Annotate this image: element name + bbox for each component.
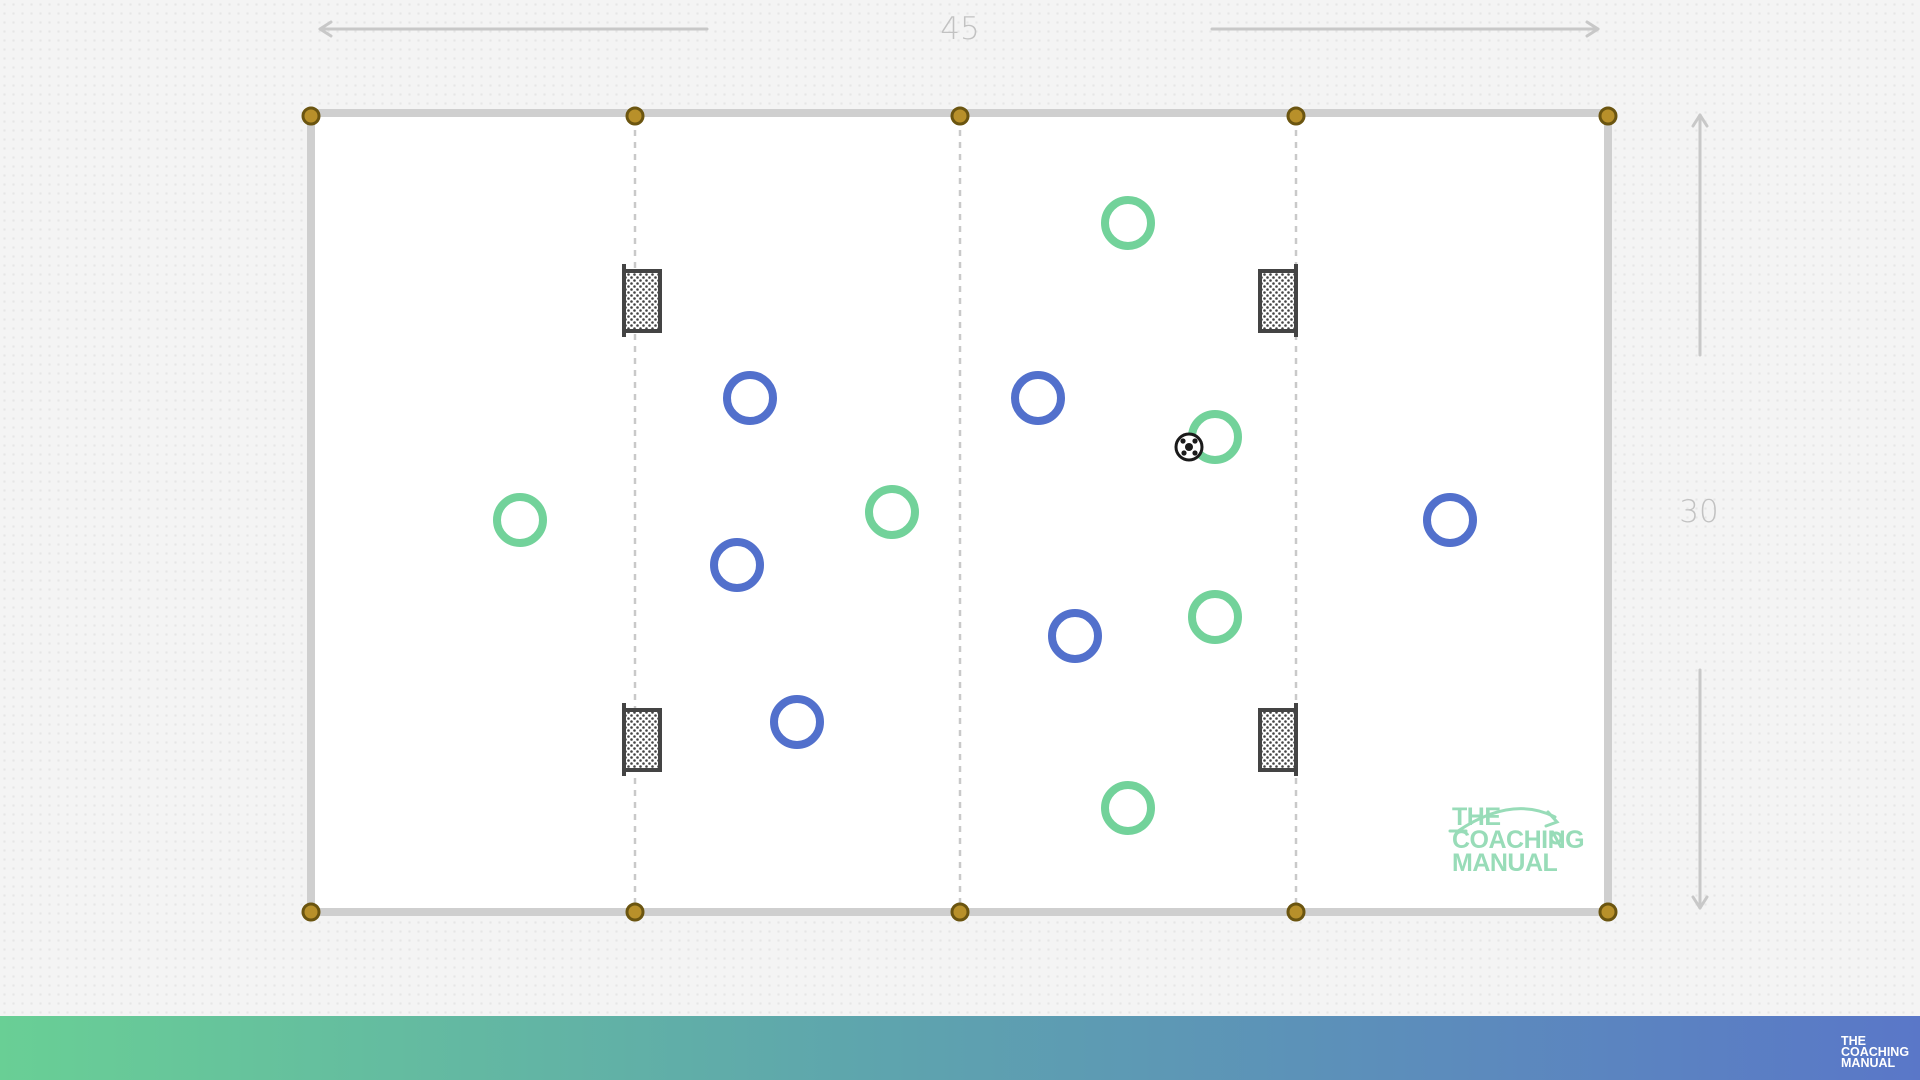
goal-icon — [622, 703, 662, 776]
cone-icon — [1286, 902, 1306, 922]
footer-logo-line: MANUAL — [1841, 1056, 1896, 1070]
watermark-arc-icon — [1448, 807, 1563, 845]
player-icon — [493, 493, 547, 547]
player-icon — [710, 538, 764, 592]
goal-icon — [1258, 264, 1298, 337]
player-icon — [865, 485, 919, 539]
footer-logo: THE COACHING MANUAL — [1841, 1034, 1915, 1070]
blue-team — [710, 371, 1477, 749]
player-icon — [723, 371, 777, 425]
goal-icon — [622, 264, 662, 337]
cone-icon — [1598, 902, 1618, 922]
player-icon — [1101, 781, 1155, 835]
cone-icon — [625, 106, 645, 126]
cone-icon — [625, 902, 645, 922]
ball-icon — [1174, 432, 1204, 462]
watermark-line: THE — [1452, 803, 1501, 831]
cone-icon — [301, 106, 321, 126]
player-icon — [1101, 196, 1155, 250]
player-icon — [770, 695, 824, 749]
cone-icon — [950, 106, 970, 126]
footer-logo-line: COACHING — [1841, 1045, 1910, 1059]
footer-bar — [0, 1016, 1920, 1080]
player-icon — [1188, 590, 1242, 644]
player-icon — [1423, 493, 1477, 547]
player-icon — [1048, 609, 1102, 663]
cone-icon — [1286, 106, 1306, 126]
cone-icon — [950, 902, 970, 922]
watermark-line: COACHING — [1452, 826, 1585, 854]
width-dimension-label: 45 — [940, 11, 980, 47]
coaching-manual-watermark: THE COACHING MANUAL — [1452, 803, 1622, 877]
goal-icon — [1258, 703, 1298, 776]
height-dimension-label: 30 — [1679, 494, 1719, 530]
height-dimension-arrow — [1691, 113, 1709, 910]
cone-icon — [301, 902, 321, 922]
green-team — [493, 196, 1242, 835]
cones — [301, 106, 1618, 922]
cone-icon — [1598, 106, 1618, 126]
watermark-line: MANUAL — [1452, 849, 1558, 877]
footer-logo-line: THE — [1841, 1034, 1866, 1048]
width-dimension-arrow — [318, 20, 1600, 38]
player-icon — [1011, 371, 1065, 425]
